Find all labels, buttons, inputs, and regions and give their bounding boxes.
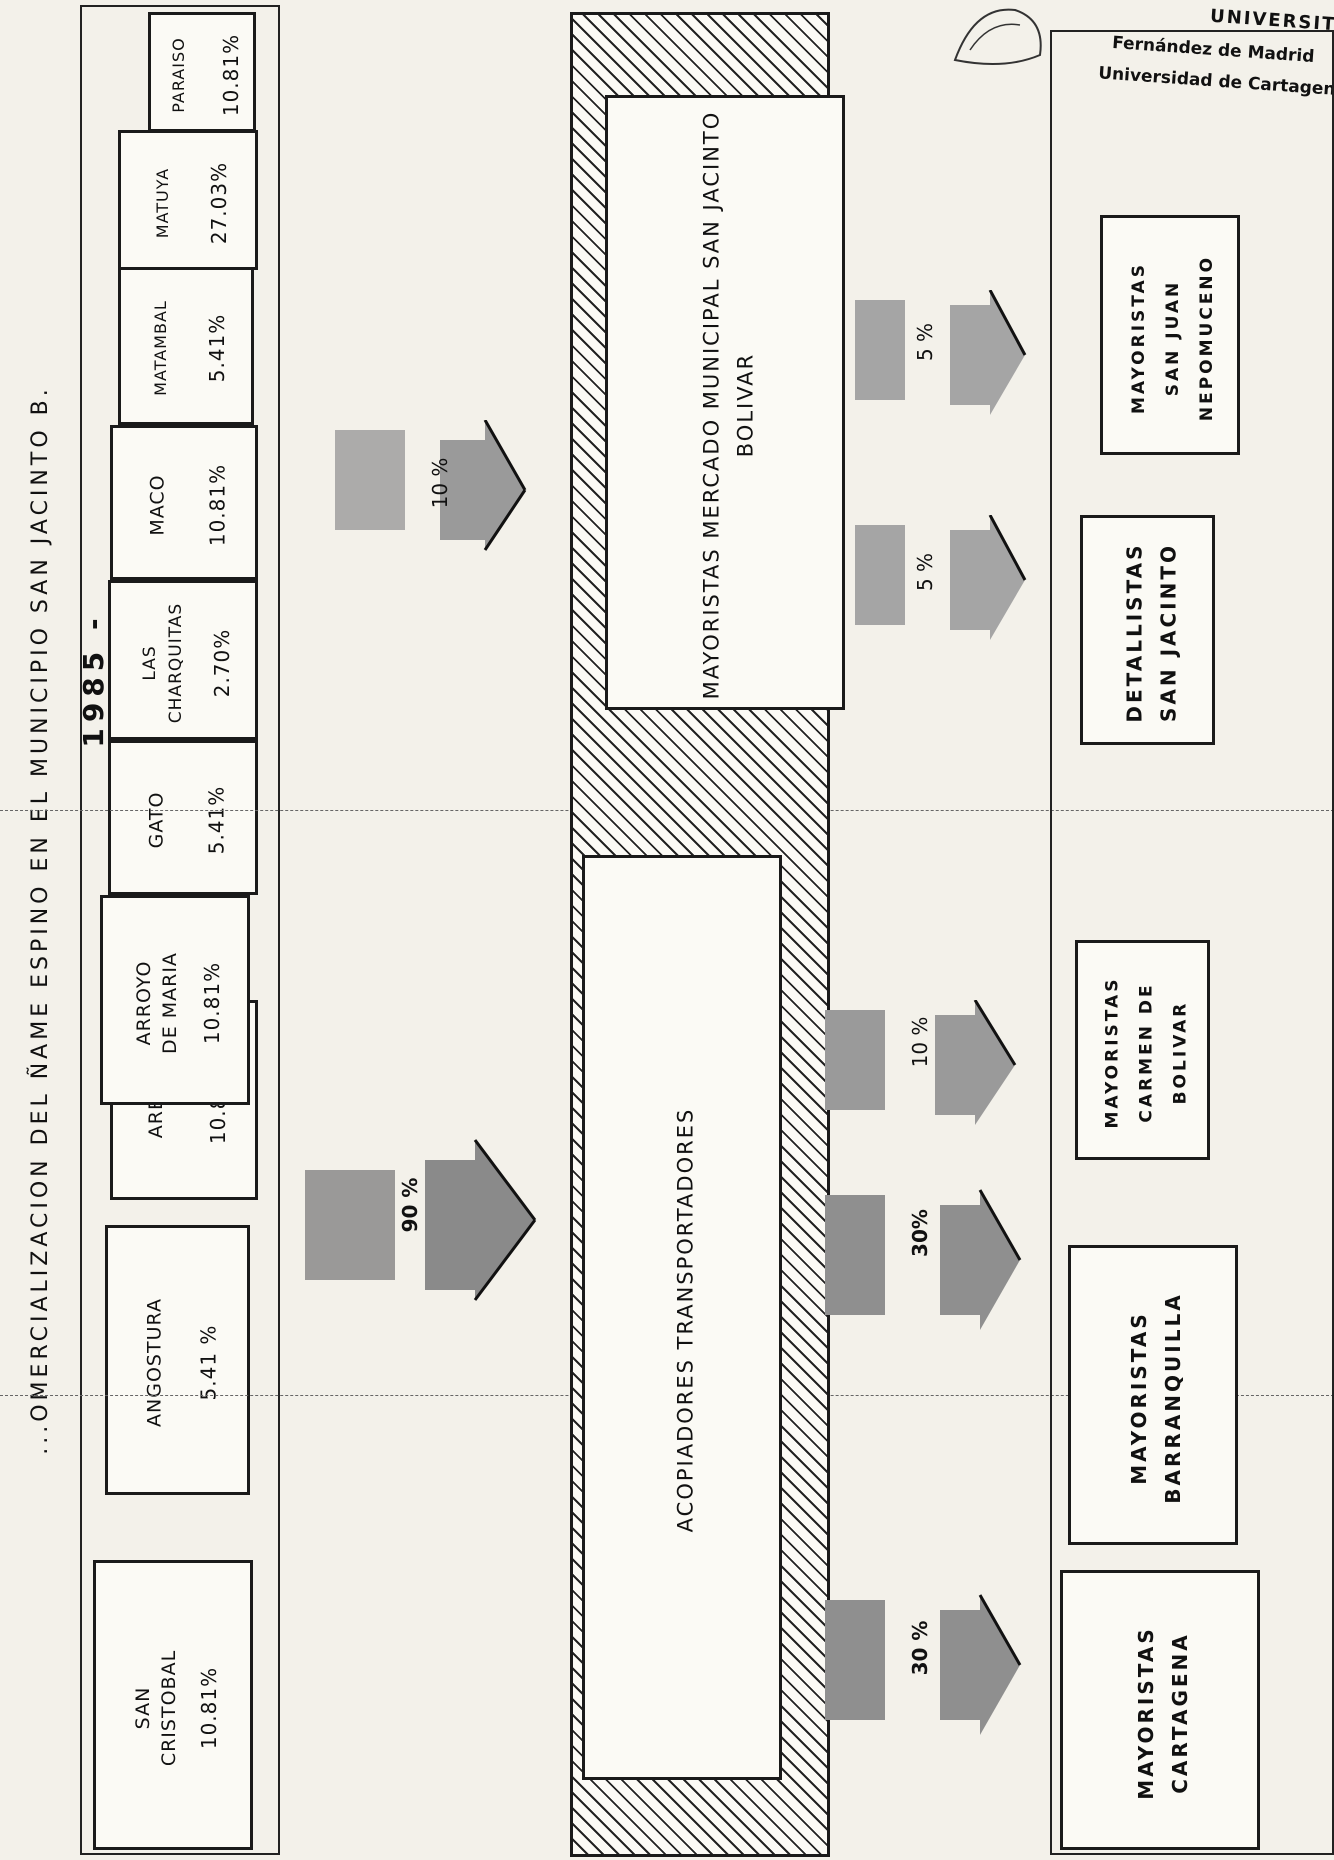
source-pct: 2.70% [210,628,234,698]
dest-box-detallistas-san-jacinto: DETALLISTAS SAN JACINTO [1080,515,1215,745]
flow-arrow-out-barranquilla [825,1189,1022,1330]
source-name: MACO [146,474,169,536]
flow-out-pct-san-jacinto: 5 % [913,552,937,592]
source-box-las-charquitas: LAS CHARQUITAS 2.70% [108,580,258,740]
source-pct: 27.03% [207,161,231,245]
source-box-gato: GATO 5.41% [108,740,258,895]
flow-arrow-out-san-jacinto [855,515,1027,640]
source-name: PARAISO [169,37,188,113]
flow-arrow-out-carmen [825,1000,1017,1125]
flow-arrow-90 [305,1139,537,1301]
title-text: ...OMERCIALIZACION DEL ÑAME ESPINO EN EL… [27,385,53,1455]
seal-icon [953,8,1042,65]
source-pct: 5.41% [205,313,229,383]
mercado-label: MAYORISTAS MERCADO MUNICIPAL SAN JACINTO… [699,110,758,700]
source-name: GATO [145,791,168,849]
flow-out-pct-carmen: 10 % [908,1016,932,1068]
flow-in-pct-10: 10 % [428,457,452,509]
dest-label: MAYORISTAS SAN JUAN NEPOMUCENO [1129,254,1217,422]
source-name: MATUYA [153,167,172,239]
dest-label: MAYORISTAS BARRANQUILLA [1127,1292,1185,1504]
source-name: ARROYO DE MARIA [133,952,181,1054]
flow-out-pct-san-juan: 5 % [913,322,937,362]
flow-arrow-10 [335,420,527,551]
source-box-paraiso: PARAISO 10.81% [148,12,256,132]
source-pct: 10.81% [197,1666,221,1750]
source-pct: 10.81% [205,463,230,547]
dest-box-barranquilla: MAYORISTAS BARRANQUILLA [1068,1245,1238,1545]
source-name: MATAMBAL [151,300,170,396]
mercado-municipal-box: MAYORISTAS MERCADO MUNICIPAL SAN JACINTO… [605,95,845,710]
source-box-matambal: MATAMBAL 5.41% [118,265,254,425]
dest-label: DETALLISTAS SAN JACINTO [1122,542,1180,723]
source-box-san-cristobal: SAN CRISTOBAL 10.81% [93,1560,253,1850]
source-pct: 10.81% [219,33,243,117]
destinations-frame [1050,30,1334,1855]
source-pct: 10.81% [200,961,224,1045]
dest-box-san-juan-nepomuceno: MAYORISTAS SAN JUAN NEPOMUCENO [1100,215,1240,455]
source-name: ANGOSTURA [143,1298,165,1427]
flow-in-pct-90: 90 % [398,1177,422,1233]
source-name: LAS CHARQUITAS [140,602,186,724]
source-box-maco: MACO 10.81% [110,425,258,580]
flow-arrow-out-cartagena [825,1594,1022,1735]
dest-label: MAYORISTAS CARMEN DE BOLIVAR [1102,976,1190,1129]
flow-arrow-out-san-juan [855,290,1027,415]
flow-out-pct-cartagena: 30 % [908,1620,932,1676]
dest-box-cartagena: MAYORISTAS CARTAGENA [1060,1570,1260,1850]
dest-label: MAYORISTAS CARTAGENA [1134,1626,1192,1800]
source-pct: 5.41 % [196,1324,220,1401]
acopiadores-label: ACOPIADORES TRANSPORTADORES [673,1107,698,1533]
acopiadores-box: ACOPIADORES TRANSPORTADORES [582,855,782,1780]
flow-out-pct-barranquilla: 30% [908,1209,932,1257]
source-name: SAN CRISTOBAL [132,1649,180,1767]
source-box-arroyo-de-maria: ARROYO DE MARIA 10.81% [100,895,250,1105]
source-box-matuya: MATUYA 27.03% [118,130,258,270]
dest-box-carmen-de-bolivar: MAYORISTAS CARMEN DE BOLIVAR [1075,940,1210,1160]
source-pct: 5.41% [204,785,229,855]
sources-frame [80,5,280,1855]
source-box-angostura: ANGOSTURA 5.41 % [105,1225,250,1495]
